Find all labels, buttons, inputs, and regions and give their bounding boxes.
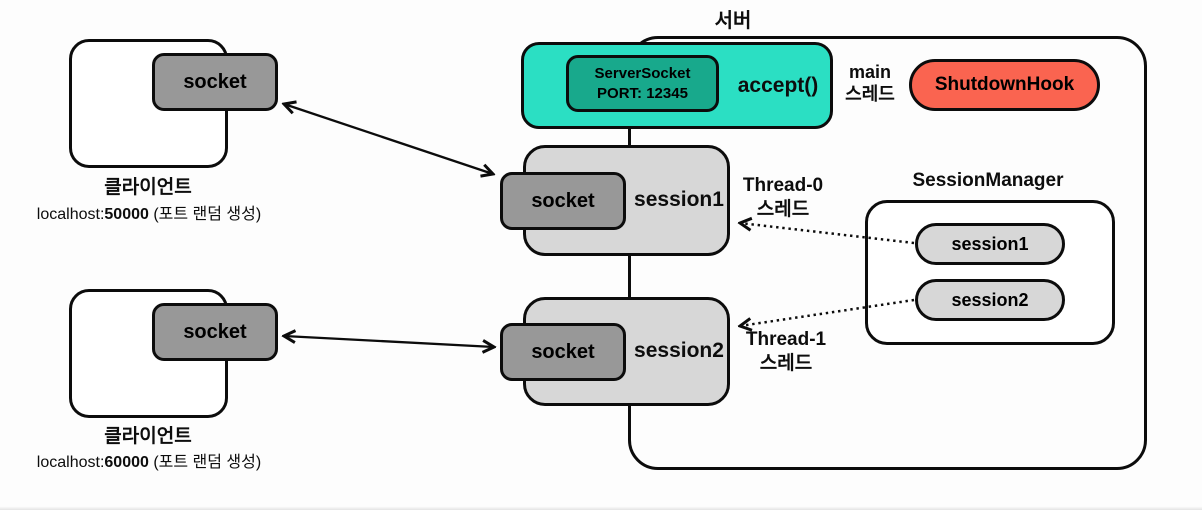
- session1-label: session1: [634, 188, 724, 211]
- session2-label: session2: [634, 339, 724, 362]
- accept-label: accept(): [737, 74, 819, 97]
- client2-socket-box: socket: [152, 303, 278, 361]
- client2-address: localhost:60000 (포트 랜덤 생성): [36, 454, 262, 471]
- client1-name: 클라이언트: [104, 177, 192, 198]
- client1-port: 50000: [104, 206, 149, 223]
- session-manager-session2-pill: session2: [915, 279, 1065, 321]
- client2-name: 클라이언트: [104, 426, 192, 447]
- shutdown-hook-pill: ShutdownHook: [909, 59, 1100, 111]
- session-manager-box: [865, 200, 1115, 345]
- client1-socket-box: socket: [152, 53, 278, 111]
- session-manager-title: SessionManager: [912, 170, 1064, 191]
- client2-port: 60000: [104, 454, 149, 471]
- session-manager-session1-pill: session1: [915, 223, 1065, 265]
- server-title: 서버: [714, 10, 752, 32]
- session2-box: [523, 297, 730, 406]
- session1-socket-box: socket: [500, 172, 626, 230]
- session2-socket-box: socket: [500, 323, 626, 381]
- arrow-client1-session1: [284, 104, 493, 174]
- client1-address: localhost:50000 (포트 랜덤 생성): [36, 206, 262, 223]
- arrow-client2-session2: [284, 336, 494, 347]
